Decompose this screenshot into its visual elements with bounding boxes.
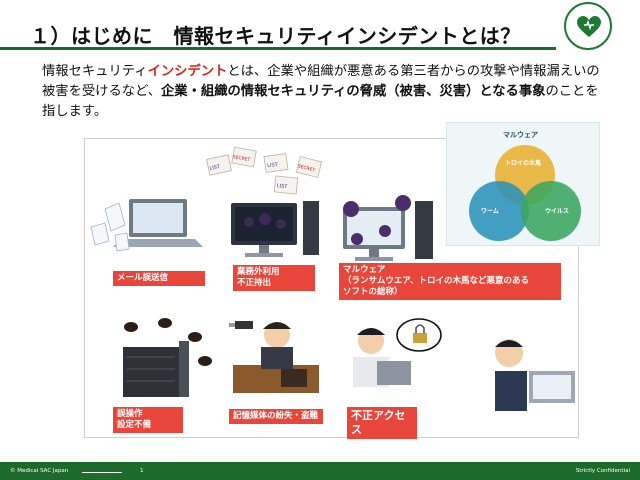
medical-sac-logo [564,2,612,50]
intro-keyword-incident: インシデント [147,64,228,79]
caption-unauthorized-access: 不正アクセス [347,407,417,439]
intro-text-3: のことを指します。 [42,84,599,119]
intro-text-2: とは、企業や組織が悪意ある第三者からの攻撃や情報漏えいの被害を受けるなど、 [42,64,600,99]
paper-label-3: LIST [267,162,279,170]
title-underline [0,47,556,50]
misuse-pc-illustration: LIST SECRET LIST SECRET LIST [206,146,323,257]
caption-misuse-line2: 不正持出 [237,278,272,288]
media-loss-illustration [229,321,319,393]
virus-icon [343,195,411,245]
paper-label-4: SECRET [297,163,316,173]
caption-malware: マルウェア （ランサムウエア、トロイの木馬など悪意のある ソフトの総称） [339,263,561,300]
virus-label: ウイルス [545,207,569,215]
usb-drive-icon [229,321,253,329]
caption-mail: メール誤送信 [113,271,205,286]
speech-lock-icon [396,318,442,352]
bug-icon [124,318,212,366]
slide-title: １）はじめに 情報セキュリティインシデントとは？ [30,24,521,48]
caption-ops-line2: 設定不備 [117,420,152,430]
laptop-user-illustration [495,339,575,411]
malware-pc-illustration [343,195,433,261]
footer-divider [82,472,122,473]
intro-paragraph: 情報セキュリティインシデントとは、企業や組織が悪意ある第三者からの攻撃や情報漏え… [42,62,602,122]
paper-label-1: LIST [209,164,221,172]
worm-circle [469,181,529,241]
malware-venn-svg: マルウェア トロイの木馬 ワーム ウイルス [469,130,581,241]
footer-confidential: Strictly Confidential [575,468,630,474]
caption-misuse-line1: 業務外利用 [237,267,280,277]
virus-circle [521,181,581,241]
heart-logo-icon [577,16,601,37]
flying-papers-icon [90,202,130,252]
mail-laptop-illustration [90,199,203,252]
malware-venn-diagram: マルウェア トロイの木馬 ワーム ウイルス [446,122,600,246]
intro-bold-threat: 企業・組織の情報セキュリティの脅威（被害、災害）となる事象 [161,84,546,99]
worm-label: ワーム [481,208,499,215]
server-bugs-illustration [123,318,212,397]
caption-malware-line3: ソフトの総称） [343,287,403,297]
caption-malware-line2: （ランサムウエア、トロイの木馬など悪意のある [343,276,529,286]
trojan-label: トロイの木馬 [505,159,541,167]
caption-ops-error: 誤操作 設定不備 [113,407,183,433]
caption-ops-line1: 誤操作 [117,409,143,419]
footer-bar: © Medical SAC Japan 1 Strictly Confident… [0,462,640,480]
caption-malware-line1: マルウェア [343,265,386,275]
caption-media-loss: 記憶媒体の紛失・盗難 [229,409,323,424]
intro-text-1: 情報セキュリティ [42,64,148,79]
diagram-title: マルウェア [503,130,538,139]
paper-label-2: SECRET [232,154,251,163]
caption-misuse: 業務外利用 不正持出 [233,265,315,291]
title-bar: １）はじめに 情報セキュリティインシデントとは？ [0,0,640,52]
illustration-svg: LIST SECRET LIST SECRET LIST [90,146,575,411]
footer-page-number: 1 [140,468,144,474]
paper-label-5: LIST [277,183,289,190]
footer-copyright: © Medical SAC Japan [10,468,69,474]
unauthorized-access-illustration [353,318,442,387]
secret-papers-icon: LIST SECRET LIST SECRET LIST [206,146,323,195]
